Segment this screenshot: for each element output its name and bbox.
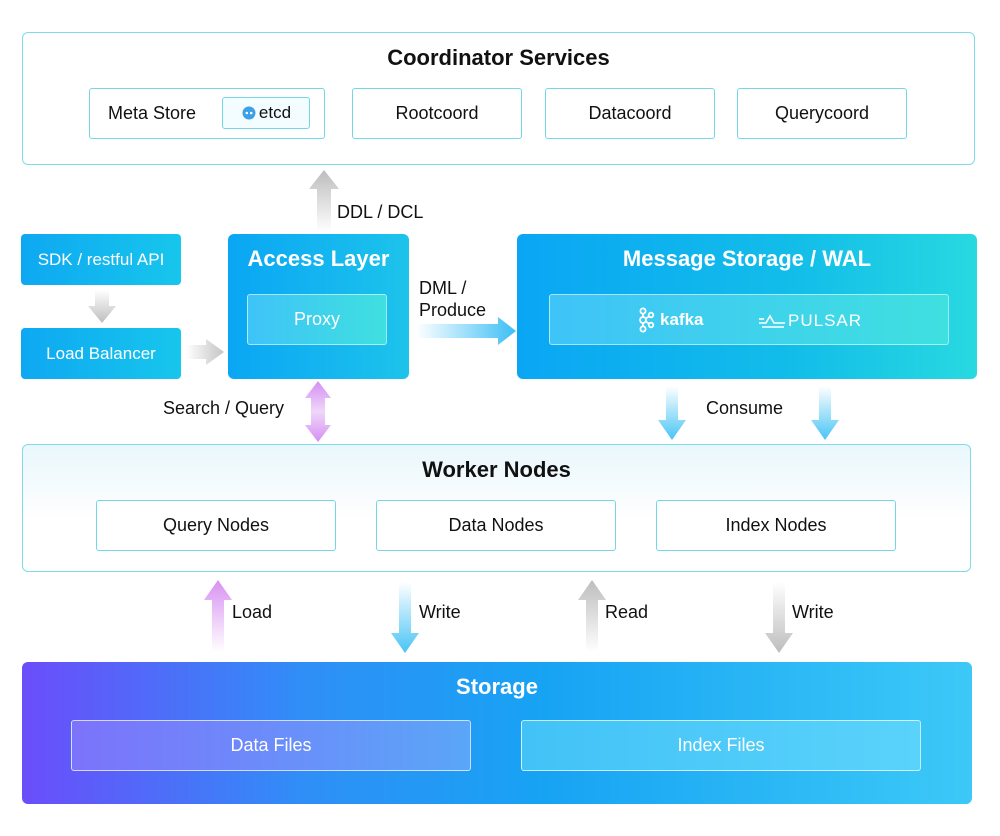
access-layer-box: Access Layer Proxy — [228, 234, 409, 379]
lb-to-access-arrow — [186, 339, 224, 365]
proxy-box: Proxy — [247, 294, 387, 345]
rootcoord-box: Rootcoord — [352, 88, 522, 139]
pulsar-logo-text: PULSAR — [788, 311, 863, 330]
datacoord-box: Datacoord — [545, 88, 715, 139]
produce-label: Produce — [419, 300, 487, 320]
etcd-logo-text: etcd — [258, 103, 292, 122]
etcd-logo: etcd — [222, 97, 310, 129]
load-balancer-box: Load Balancer — [21, 328, 181, 379]
message-storage-box: Message Storage / WAL kafka — [517, 234, 977, 379]
consume-arrow-left — [658, 386, 686, 440]
sdk-to-lb-arrow — [88, 290, 116, 323]
meta-store-box: Meta Store etcd — [89, 88, 325, 139]
write-label-left: Write — [419, 602, 461, 622]
load-label: Load — [232, 602, 273, 622]
index-nodes-box: Index Nodes — [656, 500, 896, 551]
query-nodes-box: Query Nodes — [96, 500, 336, 551]
data-nodes-box: Data Nodes — [376, 500, 616, 551]
consume-label: Consume — [706, 398, 784, 418]
kafka-logo: kafka — [636, 307, 704, 333]
write-arrow-left — [391, 582, 419, 653]
kafka-logo-text: kafka — [660, 310, 704, 329]
index-files-box: Index Files — [521, 720, 921, 771]
sdk-box: SDK / restful API — [21, 234, 181, 285]
read-label: Read — [605, 602, 649, 622]
etcd-icon — [242, 106, 256, 120]
querycoord-box: Querycoord — [737, 88, 907, 139]
ddl-dcl-label: DDL / DCL — [337, 202, 424, 222]
data-files-box: Data Files — [71, 720, 471, 771]
search-query-arrow — [305, 381, 331, 442]
dml-produce-arrow — [416, 317, 516, 345]
storage-title: Storage — [456, 674, 538, 699]
pulsar-icon — [759, 314, 785, 328]
write-label-right: Write — [792, 602, 834, 622]
meta-store-label: Meta Store — [108, 103, 197, 123]
worker-nodes-title: Worker Nodes — [422, 457, 571, 482]
search-query-label: Search / Query — [163, 398, 285, 418]
dml-label: DML / — [419, 278, 467, 298]
kafka-icon — [639, 307, 655, 333]
coordinator-services-title: Coordinator Services — [387, 45, 610, 70]
write-arrow-right — [765, 582, 793, 653]
ddl-dcl-arrow — [309, 170, 339, 232]
pulsar-logo: PULSAR — [758, 309, 862, 333]
message-storage-logos: kafka PULSAR — [549, 294, 949, 345]
message-storage-title: Message Storage / WAL — [622, 246, 872, 271]
load-arrow — [204, 580, 232, 652]
read-arrow — [578, 580, 606, 652]
access-layer-title: Access Layer — [247, 246, 390, 271]
consume-arrow-right — [811, 386, 839, 440]
